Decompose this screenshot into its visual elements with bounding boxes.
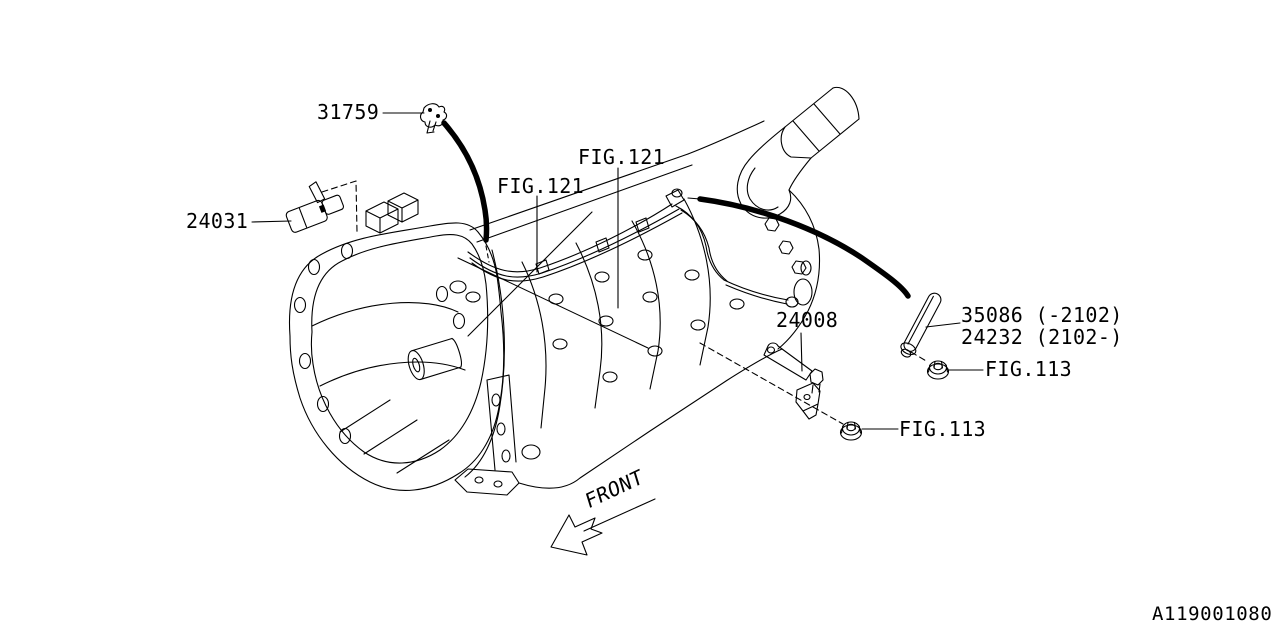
front-arrow-outline [550,514,603,556]
sensor-24031-part [285,181,345,233]
front-underline [583,498,656,532]
part-label-31759[interactable]: 31759 [317,100,380,124]
fig-ref-113-lower[interactable]: FIG.113 [899,417,987,441]
front-arrow [550,498,656,556]
wiring-harness [467,188,799,308]
nut-fig113-upper-part [926,360,950,380]
input-shaft [407,337,462,381]
rod-35086-part [900,292,942,358]
harness-sweep-curves [441,120,911,299]
leader-24008 [800,332,803,372]
thick-curve-left [441,120,490,243]
part-label-35086[interactable]: 35086 (-2102) [961,303,1123,327]
nut-fig113-lower-part [839,421,863,441]
clip-31759-part [420,103,448,134]
part-label-24008[interactable]: 24008 [776,308,839,332]
part-label-24232[interactable]: 24232 (2102-) [961,325,1123,349]
bracket-24008-part [763,342,824,420]
fig-ref-113-upper[interactable]: FIG.113 [985,357,1073,381]
callout-leader-lines [251,112,984,430]
tail-housing [736,86,860,350]
leader-35086 [925,322,961,328]
leader-24031 [251,220,292,223]
dashed-reference-lines [321,180,929,425]
part-label-24031[interactable]: 24031 [186,209,249,233]
bell-housing [288,222,520,496]
fig-ref-121-left[interactable]: FIG.121 [497,174,585,198]
fig-ref-121-right[interactable]: FIG.121 [578,145,666,169]
connector-blocks [365,192,419,234]
main-case [365,120,783,489]
thick-curve-right [697,196,911,299]
diagram-id-code: A119001080 [1152,603,1273,625]
